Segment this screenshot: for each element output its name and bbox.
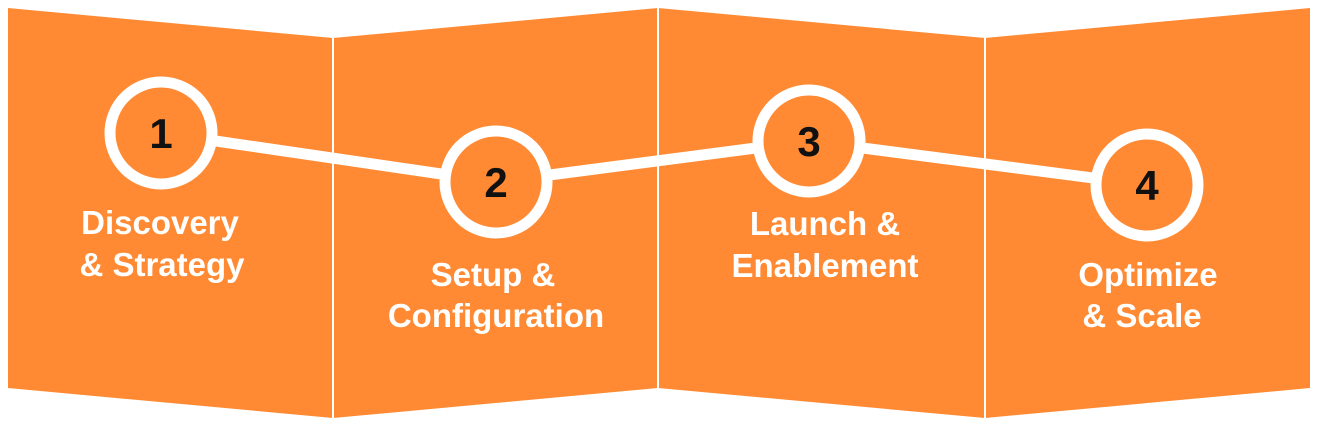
step-3-label-line1: Launch &	[750, 205, 900, 242]
step-1-circle	[104, 76, 218, 190]
step-2-label-line1: Setup &	[431, 256, 556, 293]
fold-lines	[332, 8, 986, 418]
step-2-label-line2: Configuration	[388, 297, 604, 334]
step-4-number: 4	[1135, 162, 1159, 209]
step-2-circle	[439, 125, 553, 239]
step-1-label-line1: Discovery	[81, 204, 239, 241]
step-1-label-line2: & Strategy	[79, 246, 245, 283]
step-3-number: 3	[797, 118, 820, 165]
panel-1	[8, 8, 333, 418]
step-4-label-line2: & Scale	[1082, 297, 1201, 334]
step-1-number: 1	[149, 110, 172, 157]
step-4: 4 Optimize & Scale	[1078, 128, 1218, 334]
step-3-label-line2: Enablement	[731, 247, 918, 284]
step-2: 2 Setup & Configuration	[388, 125, 604, 334]
step-connector-line	[160, 127, 1148, 191]
step-1: 1 Discovery & Strategy	[79, 76, 245, 283]
panel-3	[658, 8, 985, 418]
step-2-number: 2	[484, 159, 507, 206]
step-3: 3 Launch & Enablement	[731, 84, 919, 284]
step-4-circle	[1090, 128, 1204, 242]
step-3-circle	[752, 84, 866, 198]
step-4-label-line1: Optimize	[1078, 256, 1217, 293]
